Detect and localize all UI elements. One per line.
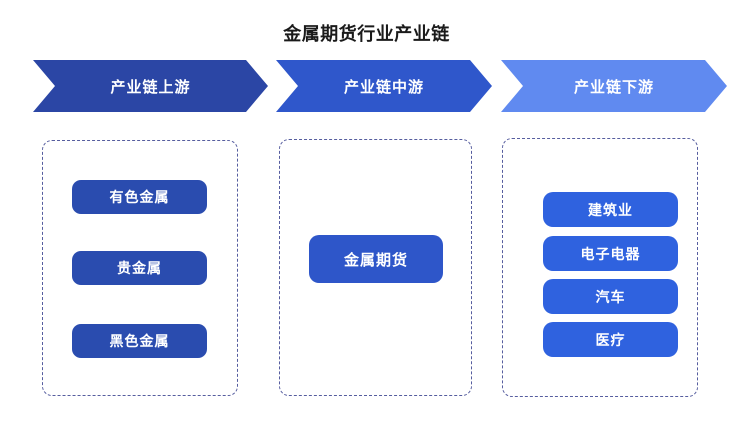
node-construction: 建筑业 [543, 192, 678, 227]
diagram-title: 金属期货行业产业链 [283, 24, 450, 44]
upstream-panel [42, 140, 238, 396]
upstream-arrow-label: 产业链上游 [110, 78, 191, 96]
node-ferrous-metals: 黑色金属 [72, 324, 207, 358]
downstream-arrow-banner: 产业链下游 [501, 60, 727, 112]
node-precious-metals: 贵金属 [72, 251, 207, 285]
node-metal-futures: 金属期货 [309, 235, 443, 283]
node-automobile: 汽车 [543, 279, 678, 314]
midstream-arrow-banner: 产业链中游 [276, 60, 492, 112]
midstream-panel [279, 139, 472, 396]
node-nonferrous-metals: 有色金属 [72, 180, 207, 214]
downstream-arrow-label: 产业链下游 [573, 78, 654, 96]
node-medical: 医疗 [543, 322, 678, 357]
node-electronics: 电子电器 [543, 236, 678, 271]
downstream-panel [502, 138, 698, 397]
midstream-arrow-label: 产业链中游 [343, 78, 424, 96]
upstream-arrow-banner: 产业链上游 [33, 60, 268, 112]
